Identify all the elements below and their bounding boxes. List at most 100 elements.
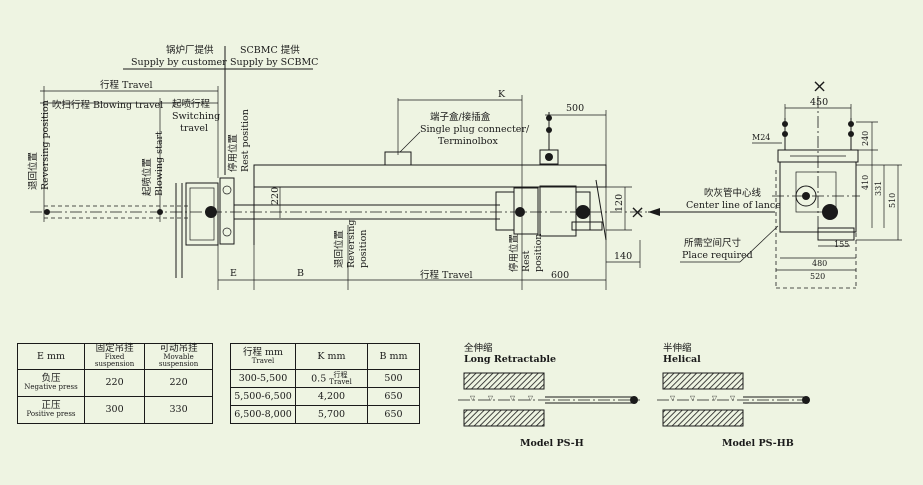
cell: 500 bbox=[366, 369, 421, 388]
nozzle-mark: ▽ bbox=[690, 394, 695, 402]
dim-410-label: 410 bbox=[861, 175, 870, 190]
dim-e-label: E bbox=[230, 268, 237, 279]
pos-cn: 正压 bbox=[41, 400, 61, 412]
cell: 300-5,500 bbox=[230, 369, 296, 388]
table-row: 5,500-6,500 4,200 650 bbox=[230, 387, 421, 406]
cell: 330 bbox=[144, 396, 213, 424]
neg-cn: 负压 bbox=[41, 373, 61, 385]
dim-520-label: 520 bbox=[810, 272, 825, 281]
dim-220-label: 220 bbox=[270, 187, 281, 205]
rest-cn: 停用位置 bbox=[227, 134, 239, 172]
rest-en-b2: position bbox=[533, 234, 544, 272]
k-en: Travel bbox=[329, 377, 352, 386]
dim-500-label: 500 bbox=[566, 103, 584, 114]
dim-120-label: 120 bbox=[614, 194, 625, 212]
dim-m24-label: M24 bbox=[752, 133, 770, 142]
dim-b-label: B bbox=[297, 268, 304, 279]
k-table-header-b: B mm bbox=[366, 343, 421, 370]
dim-510-label: 510 bbox=[888, 193, 897, 208]
nozzle-mark: ▽ bbox=[670, 394, 675, 402]
cell: 4,200 bbox=[295, 387, 368, 406]
fixed-cn: 固定吊挂 bbox=[95, 343, 134, 355]
reversing-en: Reversing position bbox=[40, 100, 51, 190]
ps-h-cn: 全伸缩 bbox=[464, 342, 493, 354]
pos-en: Positive press bbox=[26, 410, 76, 419]
rest-en-b1: Rest bbox=[521, 250, 532, 272]
fixed-en: Fixed suspension bbox=[94, 353, 135, 369]
nozzle-mark: ▽ bbox=[488, 394, 493, 402]
rest-cn-b: 停用位置 bbox=[508, 234, 520, 272]
place-en: Place required bbox=[682, 250, 753, 261]
cell: 5,700 bbox=[295, 405, 368, 424]
switching-en1: Switching bbox=[172, 111, 220, 122]
e-table-header-e: E mm bbox=[17, 343, 85, 370]
reversing-cn: 退回位置 bbox=[27, 152, 39, 190]
switching-cn: 起喷行程 bbox=[172, 98, 211, 110]
dim-450-label: 450 bbox=[810, 97, 828, 108]
center-en: Center line of lance bbox=[686, 200, 781, 211]
rest-en: Rest position bbox=[240, 109, 251, 172]
plug-cn: 端子盒/接插盒 bbox=[430, 111, 491, 123]
cell: 650 bbox=[366, 405, 421, 424]
ps-hb-cn: 半伸缩 bbox=[663, 342, 692, 354]
ps-h-en: Long Retractable bbox=[464, 354, 556, 365]
dim-331-label: 331 bbox=[874, 181, 883, 196]
ps-hb-en: Helical bbox=[663, 354, 701, 365]
nozzle-mark: ▽ bbox=[470, 394, 475, 402]
table-row: 6,500-8,000 5,700 650 bbox=[230, 405, 421, 424]
side-view: 锅炉厂提供 Supply by customer SCBMC 提供 Supply… bbox=[27, 44, 781, 290]
dim-600-label: 600 bbox=[551, 270, 569, 281]
neg-en: Negative press bbox=[24, 383, 78, 392]
cross-mark-left: × bbox=[630, 202, 645, 223]
cross-mark-top: × bbox=[812, 76, 827, 97]
rev-en-b2: position bbox=[358, 230, 369, 268]
cell: 6,500-8,000 bbox=[230, 405, 296, 424]
travel-en: Travel bbox=[251, 356, 275, 365]
blowing-travel-label: 吹扫行程 Blowing travel bbox=[52, 99, 163, 111]
nozzle-mark: ▽ bbox=[712, 394, 717, 402]
supply-scbmc-en: Supply by SCBMC bbox=[230, 57, 318, 68]
dim-240-label: 240 bbox=[861, 131, 870, 146]
movable-en: Movable suspension bbox=[158, 353, 199, 369]
model-ps-hb: 半伸缩 Helical ▽ ▽ ▽ ▽ Model PS-HB bbox=[657, 342, 812, 449]
supply-customer-cn: 锅炉厂提供 bbox=[166, 44, 214, 56]
dim-k-label: K bbox=[498, 89, 506, 100]
k-table-header-k: K mm bbox=[295, 343, 368, 370]
supply-customer-en: Supply by customer bbox=[131, 57, 227, 68]
nozzle-mark: ▽ bbox=[528, 394, 533, 402]
plug-en2: Terminolbox bbox=[438, 136, 498, 147]
dim-155-label: 155 bbox=[834, 240, 849, 249]
place-cn: 所需空间尺寸 bbox=[684, 237, 742, 249]
center-cn: 吹灰管中心线 bbox=[704, 187, 762, 199]
ps-h-model: Model PS-H bbox=[520, 438, 584, 449]
end-view: × 450 M24 240 410 331 510 bbox=[752, 76, 902, 289]
cell: 300 bbox=[83, 396, 146, 424]
supply-scbmc-cn: SCBMC 提供 bbox=[240, 44, 300, 56]
dim-480-label: 480 bbox=[812, 259, 827, 268]
blowing-start-cn: 起喷位置 bbox=[141, 158, 153, 196]
cell: 220 bbox=[144, 369, 213, 397]
model-ps-h: 全伸缩 Long Retractable ▽ ▽ ▽ ▽ Model PS-H bbox=[458, 342, 640, 449]
nozzle-mark: ▽ bbox=[730, 394, 735, 402]
rev-en-b1: Reversing bbox=[346, 220, 357, 268]
travel-top-label: 行程 Travel bbox=[100, 79, 153, 91]
dim-140-label: 140 bbox=[614, 251, 632, 262]
rev-cn-b: 退回位置 bbox=[333, 230, 345, 268]
travel-unit: mm bbox=[265, 346, 284, 358]
k-value: 0.5 bbox=[311, 373, 327, 384]
ps-hb-model: Model PS-HB bbox=[722, 438, 794, 449]
cell: 220 bbox=[83, 369, 146, 397]
plug-en1: Single plug connecter/ bbox=[420, 124, 530, 135]
travel-bottom-label: 行程 Travel bbox=[420, 269, 473, 281]
travel-cn: 行程 bbox=[242, 346, 262, 358]
